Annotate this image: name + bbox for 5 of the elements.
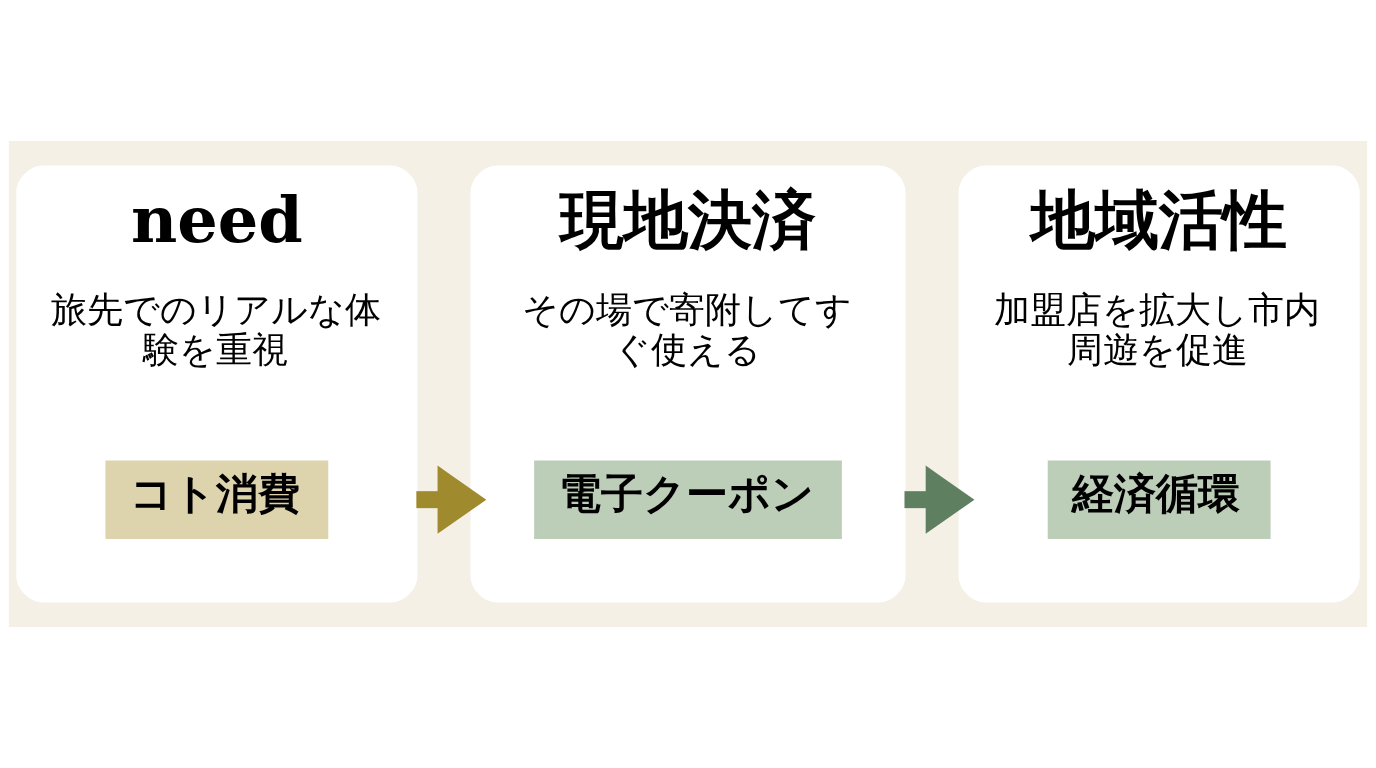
node-box: 電子クーポン [534, 460, 842, 539]
arrow [416, 465, 487, 534]
node-box: 経済循環 [1047, 460, 1271, 539]
node-box: コト消費 [105, 460, 329, 539]
arrow [904, 465, 975, 534]
